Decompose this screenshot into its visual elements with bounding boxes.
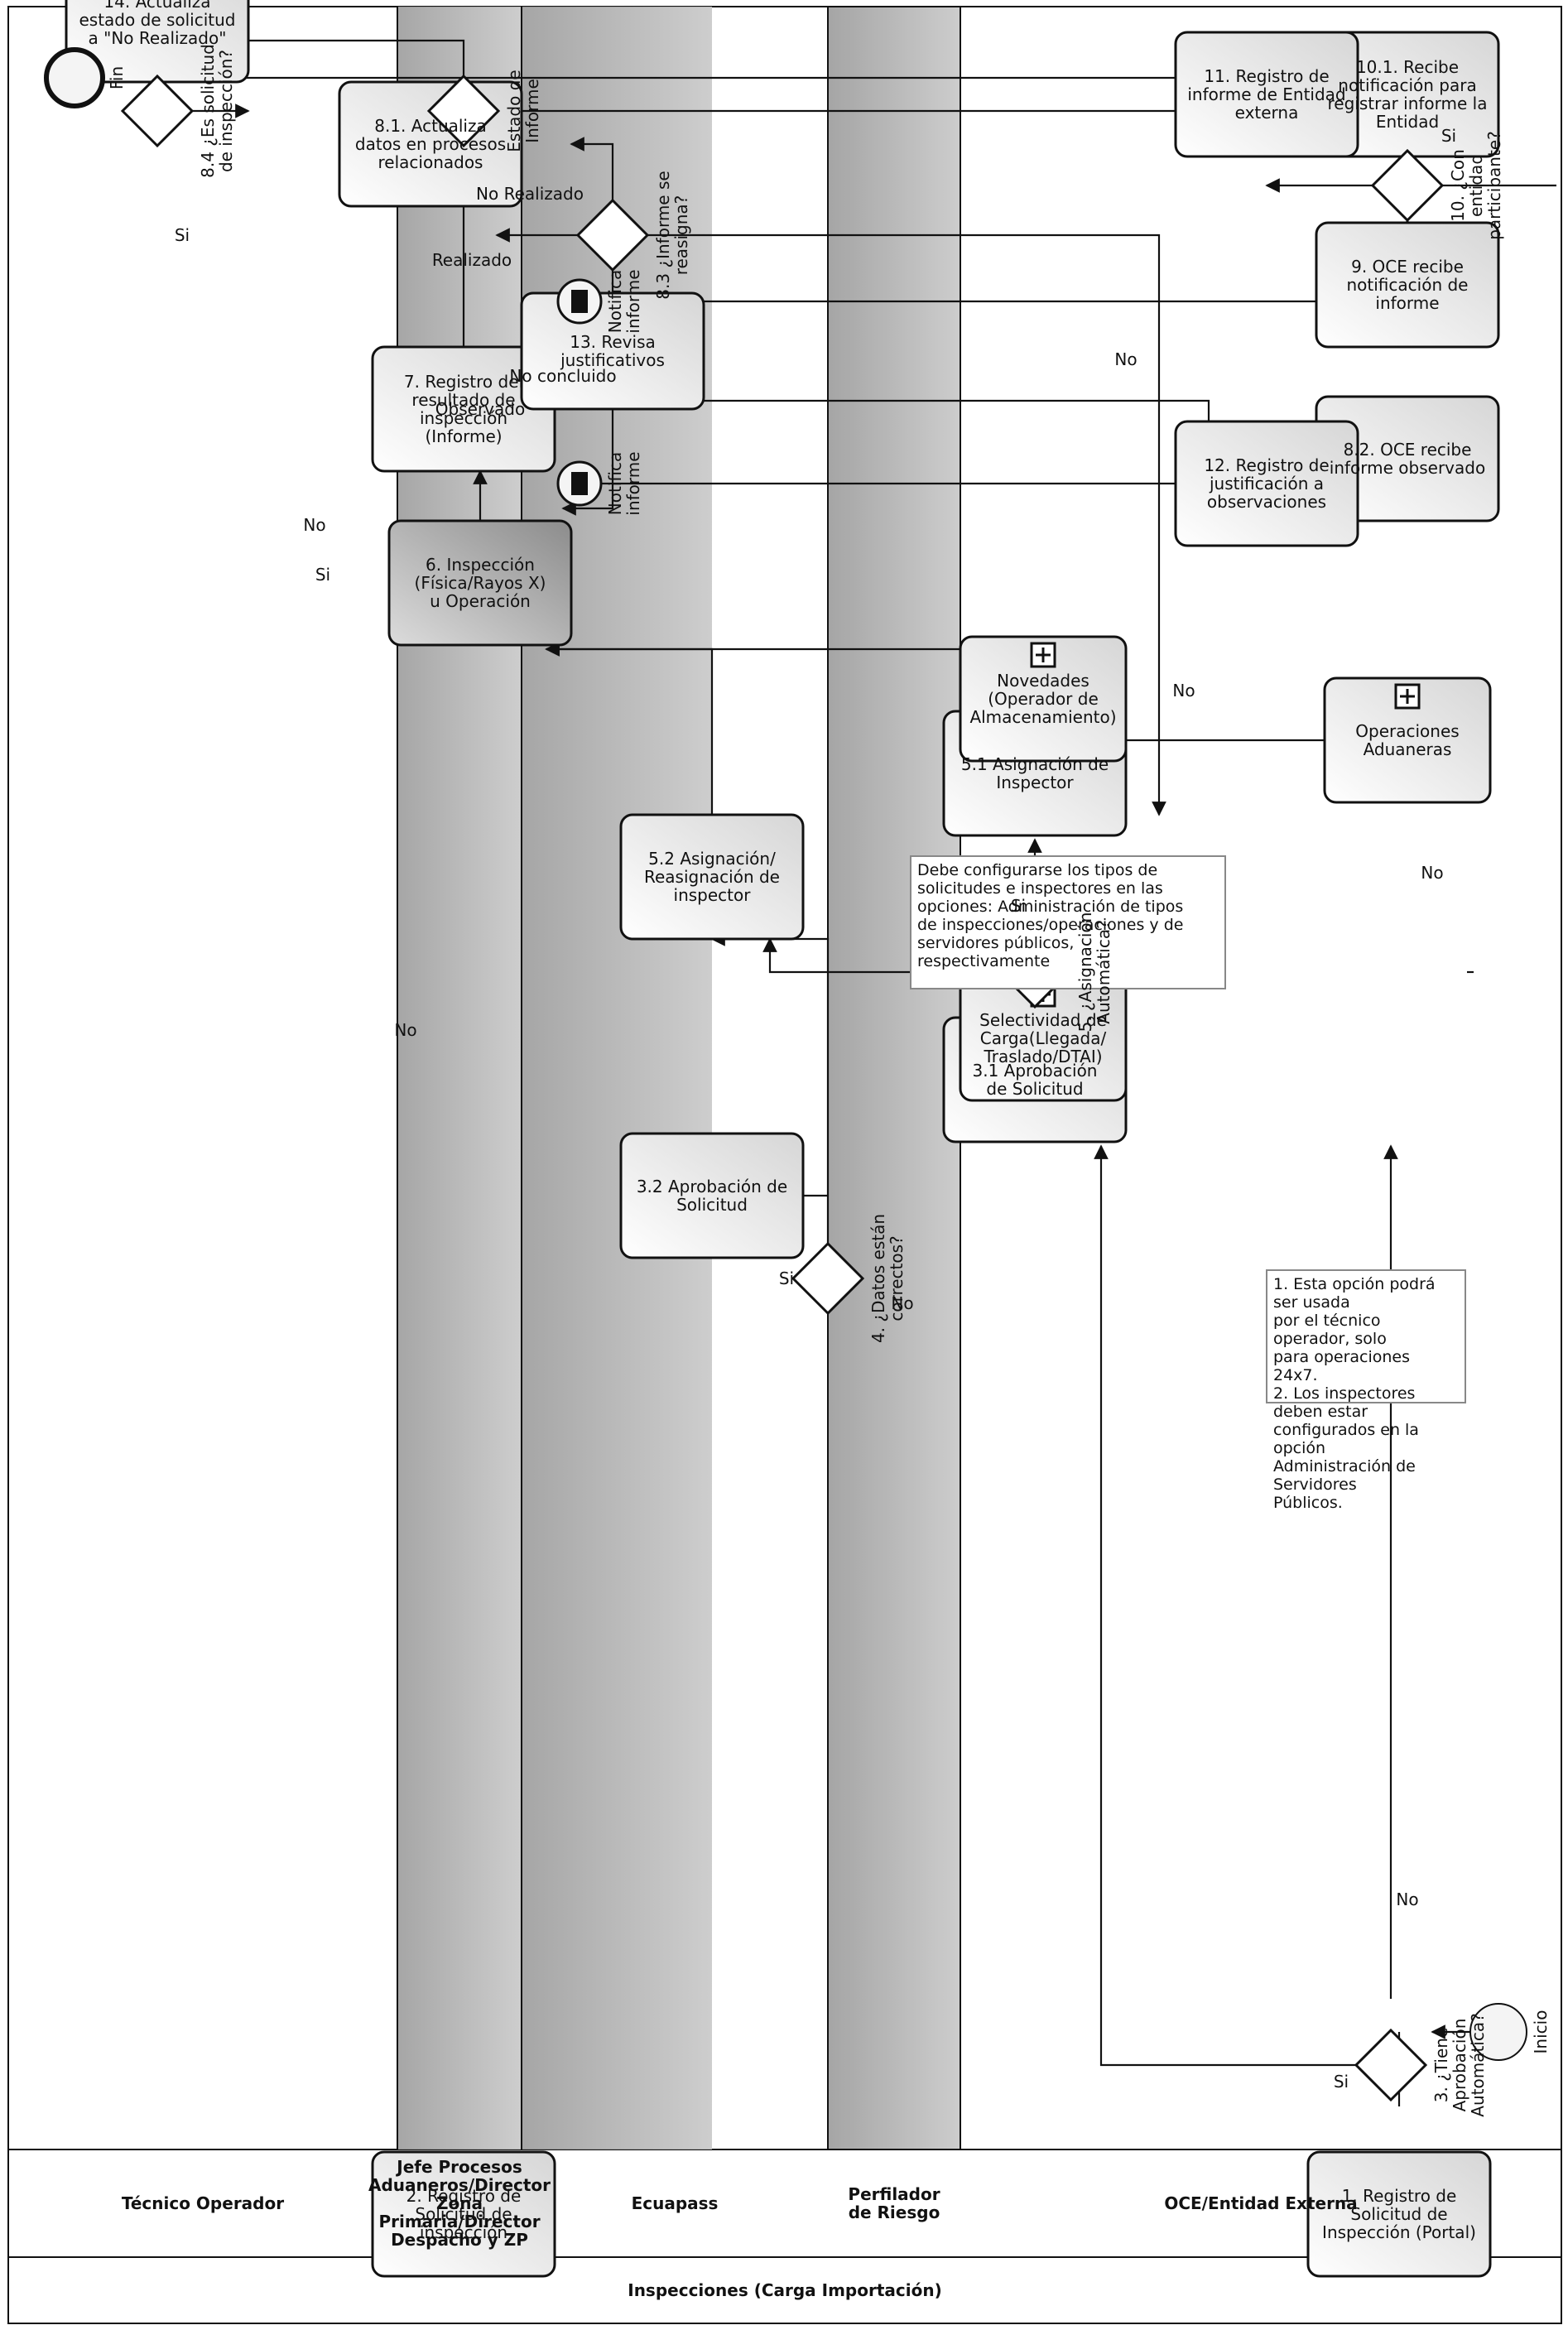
task-label-sp2: Novedades (Operador de Almacenamiento)	[969, 671, 1117, 727]
task-t52	[619, 813, 805, 941]
pool-title: Inspecciones (Carga Importación)	[628, 2280, 942, 2300]
edge-label-no: No	[394, 1020, 417, 1040]
sequence-flow	[156, 33, 465, 86]
edge-label-si: Si	[1441, 126, 1457, 146]
edge-label-si: Si	[174, 225, 190, 245]
edge-label-si: Si	[1333, 2072, 1349, 2092]
edge-label-no: No	[1114, 349, 1138, 369]
lane-jefe-shade	[397, 7, 522, 2149]
annotation-n1: Debe configurarse los tipos de solicitud…	[917, 861, 1184, 970]
envelope-icon	[571, 290, 588, 313]
task-t1	[1306, 2150, 1492, 2278]
gateway-label-g83: 8.3 ¿Informe se reasigna?	[653, 171, 691, 300]
gateway-g10	[1370, 148, 1445, 223]
gateway-g3	[1354, 2028, 1428, 2102]
gateway-label-g3: 3. ¿Tiene Aprobación Automática?	[1431, 2013, 1488, 2117]
edge-label-no: No	[1421, 863, 1444, 883]
task-label-t12: 12. Registro de justificación a observac…	[1204, 455, 1330, 512]
notifica-label: Notifica informe	[605, 269, 643, 334]
sequence-flow	[545, 642, 714, 815]
task-sp2	[959, 635, 1128, 763]
task-t12	[1174, 420, 1359, 547]
gateway-g4	[791, 1241, 865, 1316]
task-t6	[387, 519, 573, 647]
edge-label-no: No	[1172, 681, 1195, 700]
edge-label-no_realizado: No Realizado	[476, 184, 584, 204]
lane-perfilador	[827, 6, 961, 2150]
task-label-t81: 8.1. Actualiza datos en procesos relacio…	[354, 116, 507, 172]
task-t13	[520, 291, 705, 411]
task-t32	[619, 1132, 805, 1259]
task-label-t52: 5.2 Asignación/ Reasignación de inspecto…	[644, 849, 780, 905]
sequence-flow	[570, 137, 614, 202]
envelope-icon	[571, 472, 588, 495]
start-event	[1469, 2003, 1527, 2061]
start-label: Inicio	[1531, 2010, 1551, 2054]
task-label-t2: 2. Registro de Solicitud de inspección	[406, 2186, 522, 2242]
edge-label-no: No	[891, 1293, 914, 1313]
task-label-t32: 3.2 Aprobación de Solicitud	[636, 1177, 788, 1215]
end-label: Fin	[107, 65, 127, 90]
task-label-sp1: Operaciones Aduaneras	[1355, 721, 1460, 759]
gateway-gEst	[426, 74, 501, 148]
annotation-n2: 1. Esta opción podrá ser usada por el té…	[1273, 1275, 1436, 1512]
task-label-t6: 6. Inspección (Física/Rayos X) u Operaci…	[414, 555, 546, 611]
plus-icon	[1400, 689, 1415, 704]
end-event	[44, 47, 105, 108]
edge-label-observado: Observado	[435, 399, 526, 419]
gateway-g84	[120, 74, 195, 148]
lane-label-perf: Perfilador de Riesgo	[848, 2184, 940, 2222]
lane-label-tec: Técnico Operador	[121, 2193, 285, 2213]
annotation-box	[1266, 1269, 1466, 1403]
task-label-t11: 11. Registro de informe de Entidad exter…	[1187, 66, 1346, 123]
lane-label-ecu: Ecuapass	[631, 2193, 719, 2213]
edge-label-si: Si	[315, 565, 331, 585]
plus-icon	[1036, 647, 1051, 662]
sequence-flow	[647, 233, 1166, 816]
task-label-t82: 8.2. OCE recibe informe observado	[1329, 440, 1486, 478]
edge-label-no: No	[303, 515, 326, 535]
notifica-label: Notifica informe	[605, 451, 643, 516]
edge-label-si: Si	[778, 1269, 795, 1288]
edge-label-no: No	[1396, 1890, 1419, 1909]
sequence-flow	[1094, 1144, 1356, 2067]
annotation-box	[910, 855, 1226, 989]
edge-label-realizado: Realizado	[431, 250, 512, 270]
task-t9	[1315, 221, 1500, 349]
gateway-g83	[575, 198, 650, 272]
task-t2	[371, 2150, 556, 2278]
gateway-label-g84: 8.4 ¿Es solicitud de inspección?	[198, 44, 236, 178]
lane-tecnico	[7, 6, 398, 2150]
edge-label-no_concluido: No concluido	[509, 366, 617, 386]
task-sp1	[1323, 676, 1492, 804]
gateway-label-gEst: Estado de Informe	[504, 70, 542, 152]
task-label-t1: 1. Registro de Solicitud de Inspección (…	[1322, 2186, 1476, 2242]
gateway-label-g4: 4. ¿Datos están correctos?	[868, 1213, 907, 1344]
task-t11	[1174, 31, 1359, 158]
